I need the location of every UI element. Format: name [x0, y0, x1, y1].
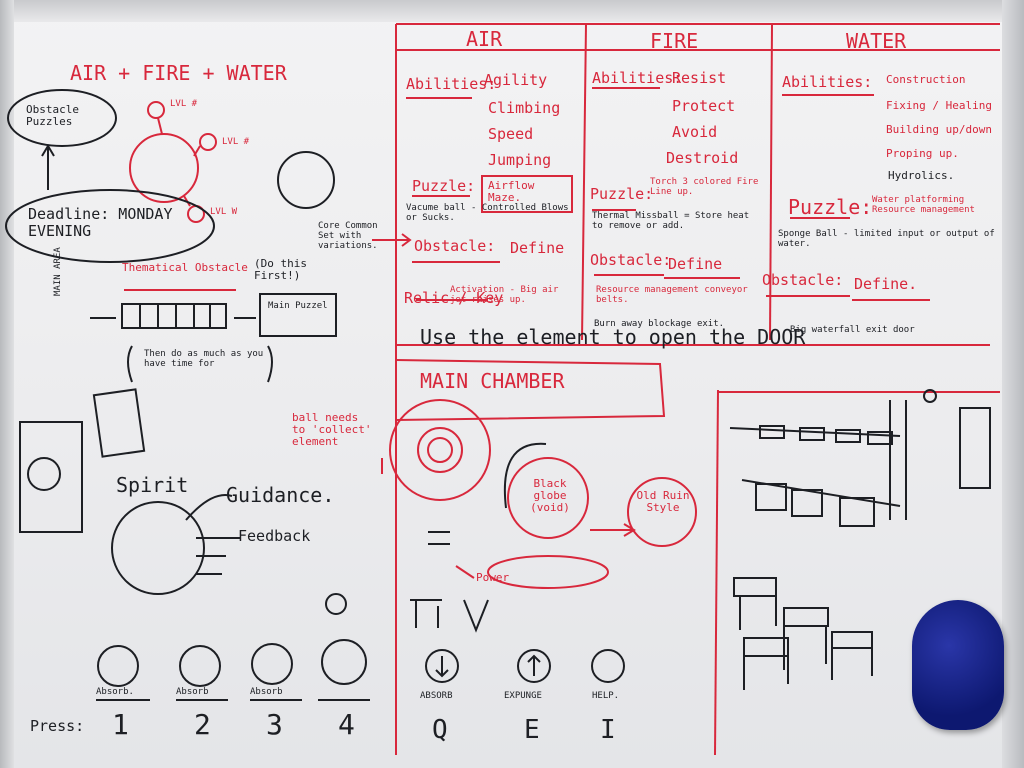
help-control-label: HELP.	[592, 691, 620, 701]
main-puzzle-label: Main Puzzel	[268, 301, 328, 311]
core-common-note: Core Common Set with variations.	[318, 221, 378, 251]
water-ability-4: Proping up.	[886, 147, 959, 160]
black-globe-label: Black globe (void)	[530, 477, 570, 515]
then-do-note: Then do as much as you have time for	[144, 349, 264, 369]
water-ability-2: Fixing / Healing	[886, 99, 992, 112]
do-first-label: (Do this First!)	[254, 257, 307, 283]
fire-puzzle-value: Torch 3 colored Fire Line up.	[650, 177, 759, 197]
water-obstacle-label: Obstacle:	[762, 271, 844, 289]
key-i: I	[600, 715, 616, 745]
air-header: AIR	[466, 27, 503, 51]
main-chamber-header: MAIN CHAMBER	[420, 369, 565, 393]
fire-ability-2: Protect	[672, 97, 736, 115]
air-puzzle-note: Vacume ball - Controlled Blows or Sucks.	[406, 203, 569, 223]
air-obstacle-value: Define	[510, 239, 565, 257]
air-ability-3: Speed	[488, 125, 534, 143]
main-area-label: MAIN AREA	[53, 247, 63, 296]
absorb-control-label: ABSORB	[420, 691, 453, 701]
fire-burn-note: Burn away blockage exit.	[594, 319, 725, 329]
thematical-obstacle-label: Thematical Obstacle	[122, 261, 248, 274]
water-obstacle-value: Define.	[854, 275, 918, 293]
press-3-label: Absorb	[250, 687, 283, 697]
air-puzzle-label: Puzzle:	[412, 177, 476, 195]
press-1-label: Absorb.	[96, 687, 134, 697]
board-frame-top	[0, 0, 1024, 22]
press-label: Press:	[30, 717, 85, 735]
spirit-label: Spirit	[116, 473, 189, 497]
fire-abilities-label: Abilities:	[592, 69, 683, 87]
lvl-label-3: LVL W	[210, 207, 238, 217]
blue-magnet-holder	[912, 600, 1004, 730]
press-key-3: 3	[266, 708, 283, 741]
water-sponge-note: Sponge Ball - limited input or output of…	[778, 229, 995, 249]
water-abilities-label: Abilities:	[782, 73, 873, 91]
fire-puzzle-label: Puzzle:	[590, 185, 654, 203]
fire-ability-4: Destroid	[666, 149, 739, 167]
air-relic-note: Activation - Big air jet raises up.	[450, 285, 559, 305]
press-key-4: 4	[338, 708, 355, 741]
water-waterfall-note: Big waterfall exit door	[790, 325, 915, 335]
air-ability-2: Climbing	[488, 99, 561, 117]
overall-title: AIR + FIRE + WATER	[70, 61, 287, 85]
expunge-control-label: EXPUNGE	[504, 691, 542, 701]
water-header: WATER	[846, 29, 907, 53]
press-key-1: 1	[112, 708, 129, 741]
power-label: Power	[476, 571, 510, 584]
air-relic-label: Relic / Key	[404, 289, 504, 307]
key-q: Q	[432, 715, 448, 745]
fire-obstacle-value: Define	[668, 255, 723, 273]
ball-collect-note: ball needs to 'collect' element	[292, 411, 372, 449]
fire-puzzle-note: Thermal Missball = Store heat to remove …	[592, 211, 750, 231]
lvl-label-1: LVL #	[170, 99, 198, 109]
water-ability-1: Construction	[886, 73, 966, 86]
press-2-label: Absorb	[176, 687, 209, 697]
fire-header: FIRE	[650, 29, 699, 53]
guidance-label: Guidance.	[226, 483, 335, 507]
air-ability-1: Agility	[484, 71, 548, 89]
key-e: E	[524, 715, 540, 745]
deadline-label: Deadline: MONDAY EVENING	[28, 205, 173, 240]
water-ability-3: Building up/down	[886, 123, 992, 136]
air-puzzle-value: Airflow Maze.	[488, 179, 535, 205]
air-obstacle-label: Obstacle:	[414, 237, 496, 255]
feedback-label: Feedback	[238, 527, 311, 545]
air-ability-4: Jumping	[488, 151, 552, 169]
air-abilities-label: Abilities:	[406, 75, 497, 93]
water-puzzle-label: Puzzle:	[788, 195, 873, 219]
center-banner: Use the element to open the DOOR	[420, 325, 806, 349]
lvl-label-2: LVL #	[222, 137, 250, 147]
water-puzzle-value: Water platforming Resource management	[872, 195, 975, 215]
water-hydrolics: Hydrolics.	[888, 169, 955, 182]
fire-ability-1: Resist	[672, 69, 727, 87]
press-key-2: 2	[194, 708, 211, 741]
board-frame-left	[0, 0, 14, 768]
obstacle-puzzles-label: Obstacle Puzzles	[26, 103, 79, 129]
fire-resource-note: Resource management conveyor belts.	[596, 285, 748, 305]
fire-ability-3: Avoid	[672, 123, 718, 141]
fire-obstacle-label: Obstacle:	[590, 251, 672, 269]
board-frame-right	[1002, 0, 1024, 768]
old-ruin-label: Old Ruin Style	[636, 489, 690, 515]
